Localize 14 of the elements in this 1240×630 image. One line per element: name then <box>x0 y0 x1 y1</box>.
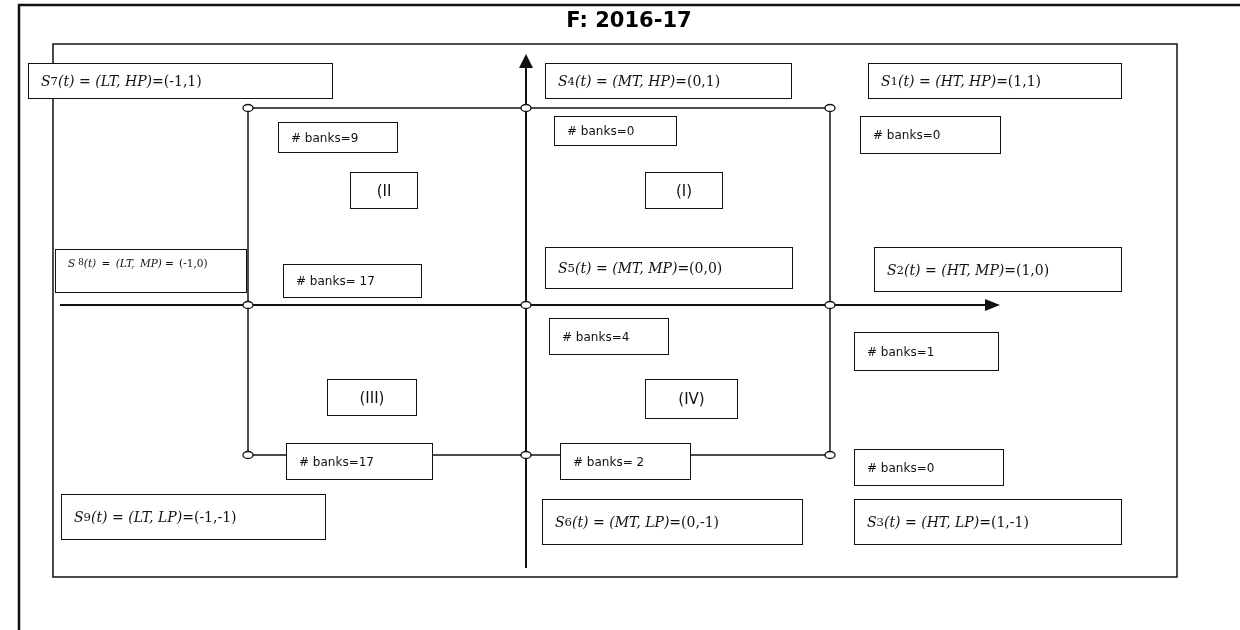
bank-count-box: # banks= 17 <box>283 264 422 298</box>
diagram-title: F: 2016-17 <box>565 8 693 32</box>
bank-count-box: # banks=0 <box>554 116 677 146</box>
quadrant-label-box: (IV) <box>645 379 738 419</box>
quadrant-label-box: (I) <box>645 172 723 209</box>
bank-count-box: # banks=1 <box>854 332 999 371</box>
bank-count-box: # banks=17 <box>286 443 433 480</box>
bank-count-box: # banks= 2 <box>560 443 691 480</box>
bank-count-box: # banks=9 <box>278 122 398 153</box>
bank-count-box: # banks=0 <box>854 449 1004 486</box>
bank-count-box: # banks=0 <box>860 116 1001 154</box>
bank-count-box: # banks=4 <box>549 318 669 355</box>
quadrant-label-box: (III) <box>327 379 417 416</box>
quadrant-label-box: (II <box>350 172 418 209</box>
